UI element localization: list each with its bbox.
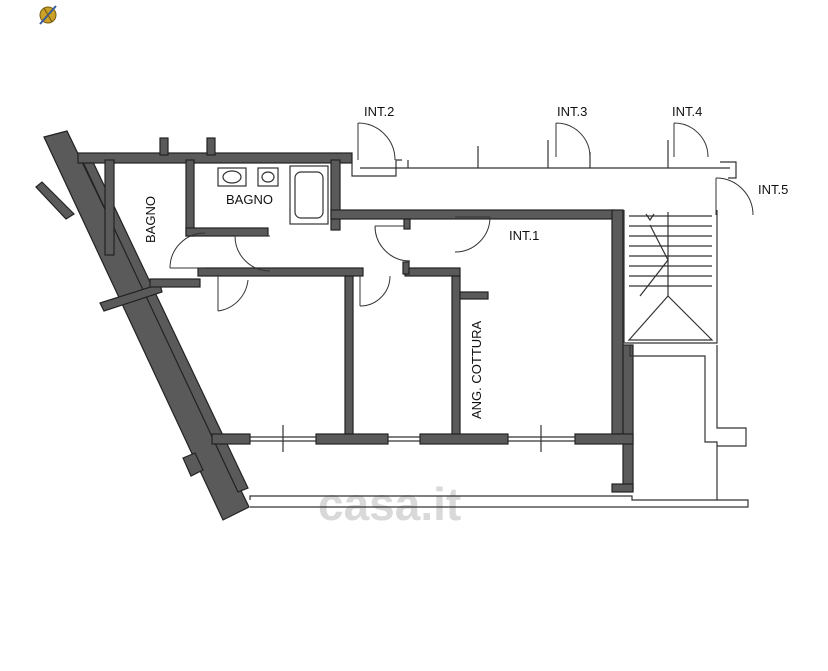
door-int3 — [555, 122, 591, 158]
diagonal-wall — [43, 130, 250, 521]
door-corridor — [374, 218, 411, 262]
bath-bottom-wall — [185, 227, 269, 237]
balcony-outline — [249, 495, 749, 508]
diagonal-stub-bottom — [182, 452, 204, 477]
door-int2 — [357, 122, 396, 161]
corridor-lower-wall-left — [197, 267, 364, 277]
door-room-1 — [217, 276, 249, 312]
bottom-wall-2 — [315, 433, 389, 445]
diagonal-stub-lower — [99, 283, 163, 312]
diagonal-stub — [35, 181, 75, 220]
room-divider-1 — [344, 275, 354, 435]
label-int2: INT.2 — [364, 104, 394, 119]
right-wall-foot — [611, 483, 634, 493]
stair-enclosure — [623, 210, 718, 344]
hall-stub — [149, 278, 201, 288]
bath-middle-wall — [185, 159, 195, 237]
bath-right-wall — [330, 159, 341, 231]
top-wall-stub-2 — [206, 137, 216, 156]
compass-logo-icon — [39, 5, 57, 25]
door-bath-2 — [234, 235, 271, 272]
staircase — [627, 212, 714, 341]
right-wall — [611, 209, 624, 435]
bathtub-fixture — [289, 165, 329, 225]
watermark: casa.it — [318, 478, 461, 530]
door-int1 — [454, 216, 491, 253]
bottom-wall-4 — [574, 433, 634, 445]
room-divider-2 — [451, 275, 461, 435]
bottom-wall-3 — [419, 433, 509, 445]
door-bath-1 — [169, 232, 206, 269]
kitchen-stub — [459, 291, 489, 300]
door-int4 — [673, 122, 709, 158]
bidet-fixture — [257, 167, 279, 187]
right-wall-lower — [622, 344, 634, 491]
bath-left-wall — [104, 159, 115, 256]
corridor-lower-wall-right — [404, 267, 461, 277]
label-int4: INT.4 — [672, 104, 702, 119]
label-ang-cottura: ANG. COTTURA — [469, 320, 484, 419]
label-bagno-top: BAGNO — [226, 192, 273, 207]
label-int5: INT.5 — [758, 182, 788, 197]
sink-fixture — [217, 167, 247, 187]
top-wall-stub-1 — [159, 137, 169, 156]
corridor-upper-wall — [330, 209, 615, 220]
door-room-2 — [359, 261, 410, 307]
label-int3: INT.3 — [557, 104, 587, 119]
label-int1: INT.1 — [509, 228, 539, 243]
label-bagno-vertical: BAGNO — [143, 196, 158, 243]
landing-outline — [351, 159, 402, 177]
bottom-wall-1 — [211, 433, 251, 445]
door-int5 — [715, 177, 754, 216]
